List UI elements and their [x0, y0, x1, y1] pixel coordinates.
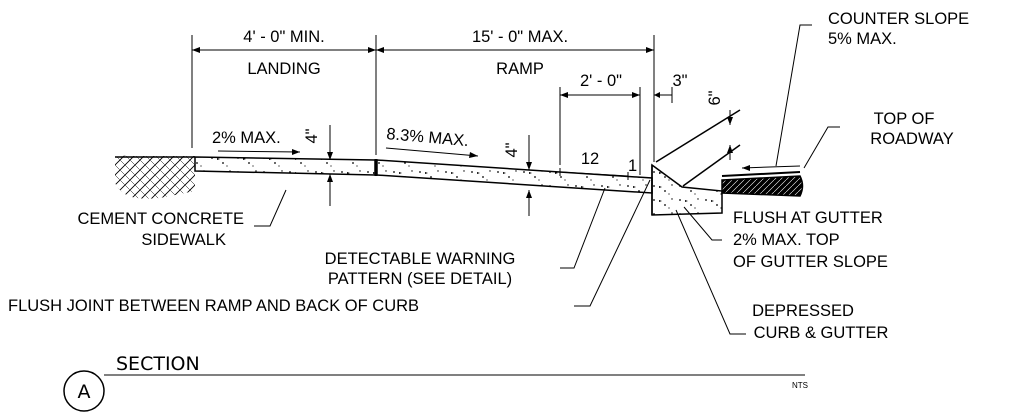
roadway-leader [803, 126, 840, 169]
warning-leader [560, 187, 606, 269]
counter-slope-line2: 5% MAX. [828, 30, 897, 48]
flush-joint-label: FLUSH JOINT BETWEEN RAMP AND BACK OF CUR… [8, 297, 419, 315]
landing-label: LANDING [247, 60, 320, 78]
curb-height-label: 6" [706, 90, 724, 105]
curb-gutter [651, 163, 723, 216]
top-of-roadway-line2: ROADWAY [870, 130, 953, 148]
sidewalk-leader [254, 189, 287, 227]
section-letter: A [78, 381, 91, 403]
dim-ramp-thickness [526, 135, 532, 216]
ramp-thickness-label: 4" [503, 142, 521, 157]
warning-line2: PATTERN (SEE DETAIL) [328, 270, 512, 288]
landing-thickness-label: 4" [303, 128, 321, 143]
curb-offset-label: 3" [672, 72, 687, 90]
slope-ratio-rise: 1 [628, 157, 637, 175]
counter-slope-line1: COUNTER SLOPE [828, 10, 969, 28]
roadway-asphalt [721, 171, 804, 197]
ramp-label: RAMP [496, 60, 544, 78]
section-title-block [63, 370, 805, 412]
flush-gutter-line3: OF GUTTER SLOPE [733, 253, 888, 271]
dim-landing-thickness [327, 125, 333, 206]
depressed-curb-line1: DEPRESSED [752, 302, 854, 320]
flush-gutter-line2: 2% MAX. TOP [733, 231, 840, 249]
curb-face-line [655, 109, 741, 163]
dim-curb-offset [654, 87, 673, 103]
warning-width-label: 2' - 0" [580, 72, 622, 90]
flush-joint-leader [574, 179, 651, 307]
flush-gutter-line1: FLUSH AT GUTTER [733, 209, 883, 227]
section-title: SECTION [116, 353, 200, 375]
flush-gutter-leader [683, 206, 722, 241]
warning-surface-line [559, 171, 629, 177]
landing-width-label: 4' - 0" MIN. [243, 28, 324, 46]
top-of-roadway-line1: TOP OF [874, 110, 935, 128]
depressed-curb-leader [675, 209, 746, 335]
landing-slab [194, 156, 376, 176]
ramp-slope-label: 8.3% MAX. [386, 125, 470, 150]
dim-landing [191, 35, 377, 155]
dim-curb-height [727, 110, 733, 160]
depressed-curb-line2: CURB & GUTTER [754, 324, 889, 342]
warning-line1: DETECTABLE WARNING [325, 250, 516, 268]
scale-note: NTS [792, 381, 808, 390]
sidewalk-line1: CEMENT CONCRETE [77, 210, 244, 228]
soil-hatch [115, 155, 195, 199]
landing-slope-label: 2% MAX. [212, 129, 281, 147]
ramp-slab [376, 159, 653, 194]
dim-warning [559, 87, 641, 175]
counter-slope-leader [741, 24, 812, 171]
slope-ratio-run: 12 [581, 150, 599, 168]
ramp-length-label: 15' - 0" MAX. [472, 28, 568, 46]
sidewalk-line2: SIDEWALK [141, 231, 226, 249]
section-bubble [63, 370, 105, 412]
dim-ramp [376, 35, 655, 162]
